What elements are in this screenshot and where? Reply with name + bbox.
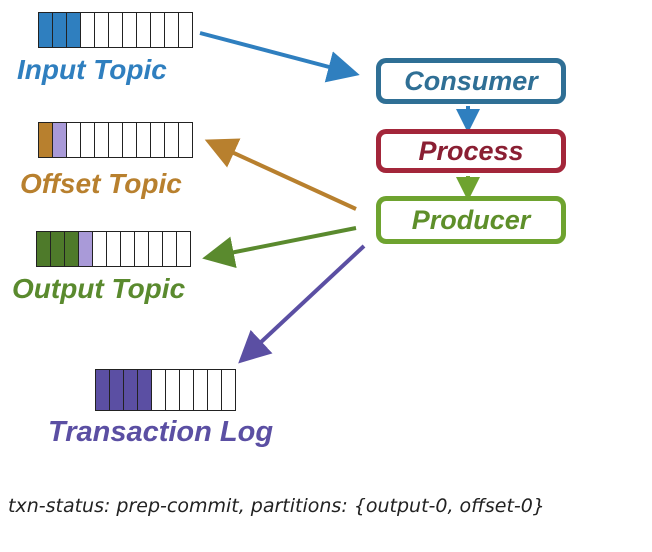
- partition-cell: [122, 122, 137, 158]
- partition-cell: [150, 122, 165, 158]
- input-topic-label: Input Topic: [17, 54, 167, 85]
- partition-cell: [108, 122, 123, 158]
- partition-cell: [108, 12, 123, 48]
- process-box: Process: [376, 129, 566, 173]
- partition-cell: [164, 122, 179, 158]
- partition-cell: [52, 122, 67, 158]
- partition-cell: [134, 231, 149, 267]
- partition-cell: [109, 369, 124, 411]
- output-topic-label: Output Topic: [12, 273, 186, 304]
- partition-cell: [193, 369, 208, 411]
- partition-cell: [52, 12, 67, 48]
- partition-cell: [94, 12, 109, 48]
- consumer-box: Consumer: [376, 58, 566, 104]
- partition-cell: [38, 12, 53, 48]
- output-topic-bar: [36, 231, 191, 267]
- partition-cell: [50, 231, 65, 267]
- partition-cell: [106, 231, 121, 267]
- producer-to-output-arrow: [202, 226, 357, 269]
- producer-box: Producer: [376, 196, 566, 244]
- partition-cell: [137, 369, 152, 411]
- partition-cell: [164, 12, 179, 48]
- partition-cell: [122, 12, 137, 48]
- partition-cell: [207, 369, 222, 411]
- transaction-status-caption: txn-status: prep-commit, partitions: {ou…: [8, 495, 545, 517]
- partition-cell: [123, 369, 138, 411]
- input-topic-bar: [38, 12, 193, 48]
- partition-cell: [150, 12, 165, 48]
- partition-cell: [176, 231, 191, 267]
- partition-cell: [178, 122, 193, 158]
- partition-cell: [66, 122, 81, 158]
- partition-cell: [80, 12, 95, 48]
- offset-topic-label: Offset Topic: [20, 168, 182, 199]
- producer-to-txnlog-arrow: [238, 244, 366, 364]
- partition-cell: [95, 369, 110, 411]
- partition-cell: [179, 369, 194, 411]
- partition-cell: [92, 231, 107, 267]
- partition-cell: [80, 122, 95, 158]
- partition-cell: [38, 122, 53, 158]
- partition-cell: [78, 231, 93, 267]
- partition-cell: [120, 231, 135, 267]
- producer-to-offset-arrow: [204, 138, 357, 211]
- partition-cell: [36, 231, 51, 267]
- partition-cell: [136, 12, 151, 48]
- partition-cell: [165, 369, 180, 411]
- partition-cell: [221, 369, 236, 411]
- transaction-log-label: Transaction Log: [48, 416, 274, 448]
- partition-cell: [178, 12, 193, 48]
- input-to-consumer-arrow: [199, 31, 360, 83]
- partition-cell: [151, 369, 166, 411]
- offset-topic-bar: [38, 122, 193, 158]
- partition-cell: [162, 231, 177, 267]
- partition-cell: [64, 231, 79, 267]
- partition-cell: [136, 122, 151, 158]
- partition-cell: [148, 231, 163, 267]
- partition-cell: [66, 12, 81, 48]
- transaction-log-bar: [95, 369, 236, 411]
- partition-cell: [94, 122, 109, 158]
